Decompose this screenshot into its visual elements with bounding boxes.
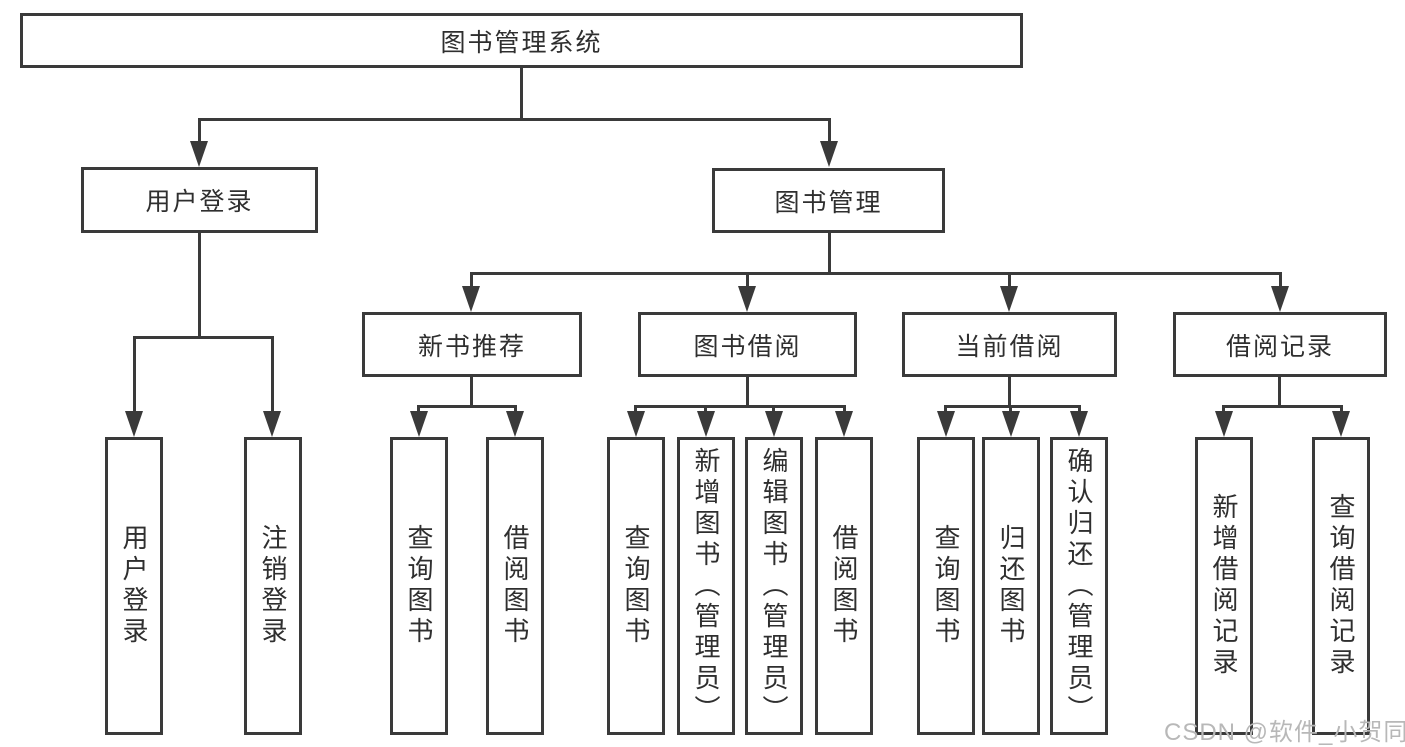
arrow-down-icon [506,411,524,437]
arrow-down-icon [835,411,853,437]
connector-stem [198,233,201,336]
arrow-down-icon [125,411,143,437]
connector-stem [1078,405,1081,415]
connector-stem [470,377,473,407]
connector-stem [944,405,947,415]
leaf-confirm-return-admin: 确认归还（管理员） [1050,437,1108,735]
connector-stem [1278,377,1281,407]
leaf-logout-login: 注销登录 [244,437,302,735]
leaf-query-book-newbook: 查询图书 [390,437,448,735]
connector-rail [634,405,846,408]
node-user-login: 用户登录 [81,167,318,233]
arrow-down-icon [1215,411,1233,437]
connector-rail [944,405,1081,408]
connector-stem [1222,405,1225,415]
connector-stem [634,405,637,415]
arrow-down-icon [1271,286,1289,312]
leaf-return-book: 归还图书 [982,437,1040,735]
connector-stem [704,405,707,415]
arrow-down-icon [697,411,715,437]
leaf-user-login: 用户登录 [105,437,163,735]
leaf-query-book-borrow: 查询图书 [607,437,665,735]
leaf-edit-book-admin: 编辑图书（管理员） [745,437,803,735]
connector-stem [417,405,420,415]
connector-stem [133,336,136,414]
connector-stem [828,233,831,274]
node-book-borrow: 图书借阅 [638,312,857,377]
arrow-down-icon [410,411,428,437]
arrow-down-icon [1000,286,1018,312]
connector-stem [1008,377,1011,407]
connector-rail [470,272,1282,275]
watermark: CSDN @软件_小贺同学 [1164,719,1405,746]
arrow-down-icon [627,411,645,437]
connector-stem [772,405,775,415]
connector-rail [417,405,517,408]
leaf-borrow-book-borrow: 借阅图书 [815,437,873,735]
node-new-book-recommend: 新书推荐 [362,312,582,377]
connector-rail [198,118,831,121]
arrow-down-icon [765,411,783,437]
connector-stem [271,336,274,414]
connector-stem [470,272,473,289]
arrow-down-icon [263,411,281,437]
connector-stem [198,118,201,143]
node-borrow-record: 借阅记录 [1173,312,1387,377]
connector-stem [520,68,523,118]
connector-rail [133,336,274,339]
connector-stem [1009,405,1012,415]
arrow-down-icon [738,286,756,312]
leaf-query-book-current: 查询图书 [917,437,975,735]
connector-stem [1008,272,1011,289]
connector-stem [1279,272,1282,289]
leaf-borrow-book-newbook: 借阅图书 [486,437,544,735]
arrow-down-icon [820,141,838,167]
connector-rail [1222,405,1343,408]
arrow-down-icon [1070,411,1088,437]
arrow-down-icon [1332,411,1350,437]
connector-stem [843,405,846,415]
connector-stem [746,377,749,407]
leaf-add-borrow-record: 新增借阅记录 [1195,437,1253,735]
node-book-management: 图书管理 [712,168,945,233]
node-current-borrow: 当前借阅 [902,312,1117,377]
connector-stem [514,405,517,415]
node-root: 图书管理系统 [20,13,1023,68]
arrow-down-icon [1002,411,1020,437]
connector-stem [746,272,749,289]
connector-stem [1340,405,1343,415]
arrow-down-icon [937,411,955,437]
leaf-add-book-admin: 新增图书（管理员） [677,437,735,735]
leaf-query-borrow-record: 查询借阅记录 [1312,437,1370,735]
arrow-down-icon [190,141,208,167]
connector-stem [828,118,831,143]
arrow-down-icon [462,286,480,312]
